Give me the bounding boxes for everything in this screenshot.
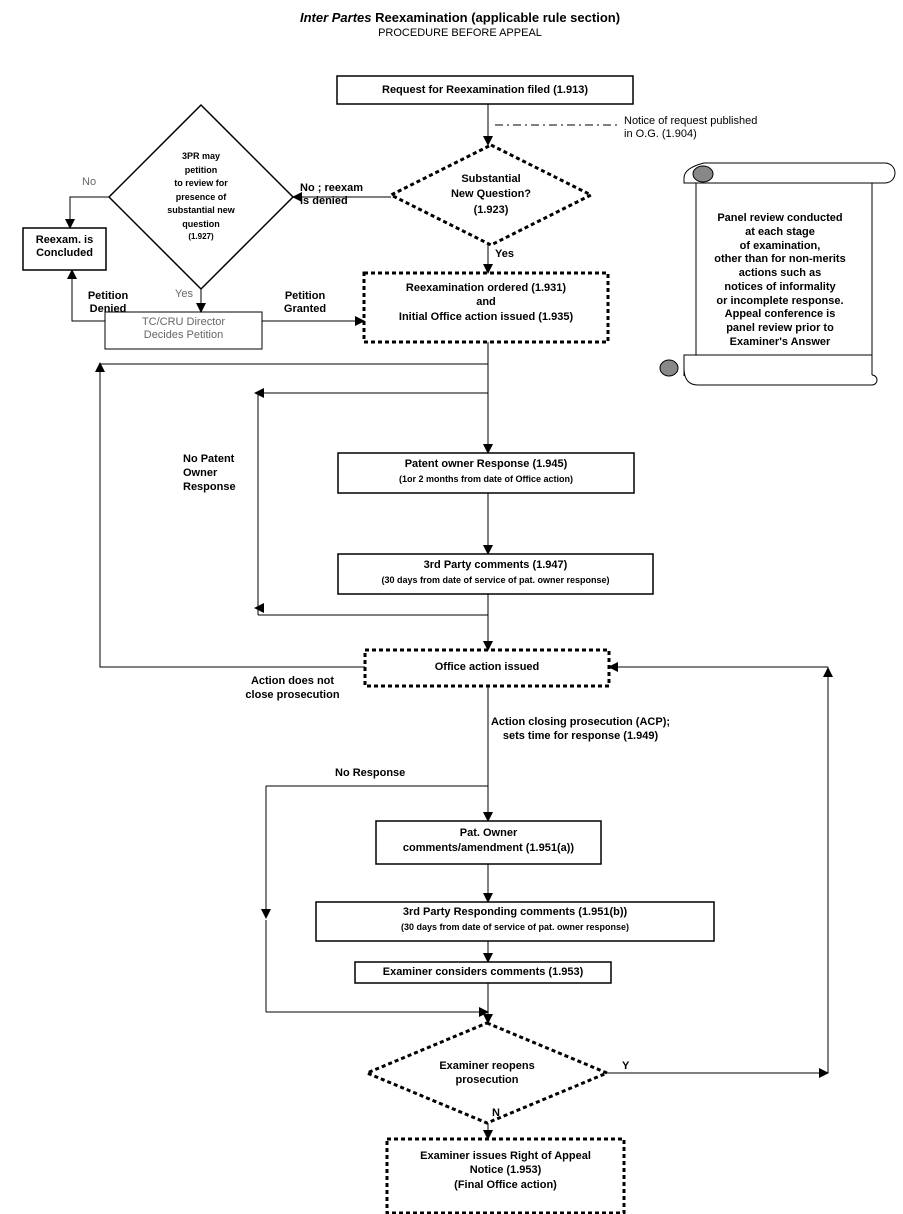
petition-label: 3PR may petition to review for presence … <box>139 150 263 243</box>
reopens-diamond <box>363 1021 611 1125</box>
rap-label: Examiner issues Right of Appeal Notice (… <box>420 1150 591 1191</box>
label-action-not-close: Action does not close prosecution <box>245 675 340 702</box>
office-action-label: Office action issued <box>434 661 540 673</box>
title-italic: Inter Partes <box>299 10 372 25</box>
panel-note-scroll <box>659 162 896 386</box>
petition-label-l2: petition <box>184 164 218 175</box>
ordered-label-l3: Initial Office action issued (1.935) <box>398 310 574 323</box>
page-subtitle: PROCEDURE BEFORE APPEAL <box>378 27 542 39</box>
snq-label: Substantial New Question? (1.923) <box>450 173 532 216</box>
panel-note-text: Panel review conducted at each stage of … <box>714 212 846 348</box>
petition-label-l3: to review for <box>174 178 228 188</box>
label-no-left: No <box>82 176 97 188</box>
director-label: TC/CRU Director Decides Petition <box>141 316 226 342</box>
examiner-considers-label: Examiner considers comments (1.953) <box>382 966 584 978</box>
label-acp: Action closing prosecution (ACP); sets t… <box>490 716 671 743</box>
po-comments-label: Pat. Owner comments/amendment (1.951(a)) <box>402 827 575 854</box>
snq-diamond <box>387 143 595 247</box>
tp-comments-label: 3rd Party comments (1.947) (30 days from… <box>338 559 653 586</box>
label-y: Y <box>622 1060 630 1072</box>
po-comments-box <box>375 820 602 865</box>
arrow-denied-concluded <box>67 269 105 322</box>
tp-responding-box <box>315 901 715 942</box>
director-box <box>104 311 263 350</box>
label-no-po-response: No Patent Owner Response <box>183 453 236 493</box>
petition-label-l6: question <box>182 218 220 229</box>
po-response-box <box>337 452 635 494</box>
label-petition-granted: Petition Granted <box>283 290 327 316</box>
rap-box <box>385 1137 626 1214</box>
request-box <box>336 75 634 105</box>
po-response-label: Patent owner Response (1.945) (1or 2 mon… <box>338 458 634 485</box>
tp-comments-box <box>337 553 654 595</box>
label-no-reexam-denied: No ; reexam is denied <box>300 182 363 208</box>
tp-responding-l2: (30 days from date of service of pat. ow… <box>400 922 630 933</box>
tp-responding-label: 3rd Party Responding comments (1.951(b))… <box>316 906 714 933</box>
po-response-l1: Patent owner Response (1.945) <box>404 458 568 470</box>
ordered-label: Reexamination ordered (1.931) and Initia… <box>364 281 608 324</box>
concluded-label: Reexam. is Concluded <box>35 234 94 260</box>
label-petition-denied: Petition Denied <box>87 290 129 316</box>
arrow-petition-concluded <box>65 196 109 229</box>
ordered-label-l1: Reexamination ordered (1.931) <box>405 282 567 294</box>
label-n: N <box>492 1107 500 1119</box>
petition-label-l1: 3PR may <box>181 151 221 161</box>
label-yes-petition: Yes <box>175 288 193 300</box>
title-main: Reexamination (applicable rule section) <box>371 10 621 25</box>
po-response-l2: (1or 2 months from date of Office action… <box>398 474 573 485</box>
page-title: Inter Partes Reexamination (applicable r… <box>230 10 690 26</box>
petition-label-l4: presence of <box>175 191 227 202</box>
tp-comments-l2: (30 days from date of service of pat. ow… <box>381 575 610 586</box>
label-yes-snq: Yes <box>495 248 514 260</box>
reopens-label: Examiner reopens prosecution <box>439 1060 535 1087</box>
tp-responding-l1: 3rd Party Responding comments (1.951(b)) <box>402 906 628 918</box>
request-label: Request for Reexamination filed (1.913) <box>382 84 588 96</box>
label-no-response: No Response <box>335 767 406 779</box>
tp-comments-l1: 3rd Party comments (1.947) <box>423 559 568 571</box>
petition-label-l7: (1.927) <box>188 232 214 241</box>
concluded-box <box>22 227 107 271</box>
petition-label-l5: substantial new <box>167 205 235 215</box>
loop-left-line <box>99 364 365 668</box>
notice-label: Notice of request published in O.G. (1.9… <box>624 115 758 141</box>
ordered-label-l2: and <box>476 296 496 309</box>
